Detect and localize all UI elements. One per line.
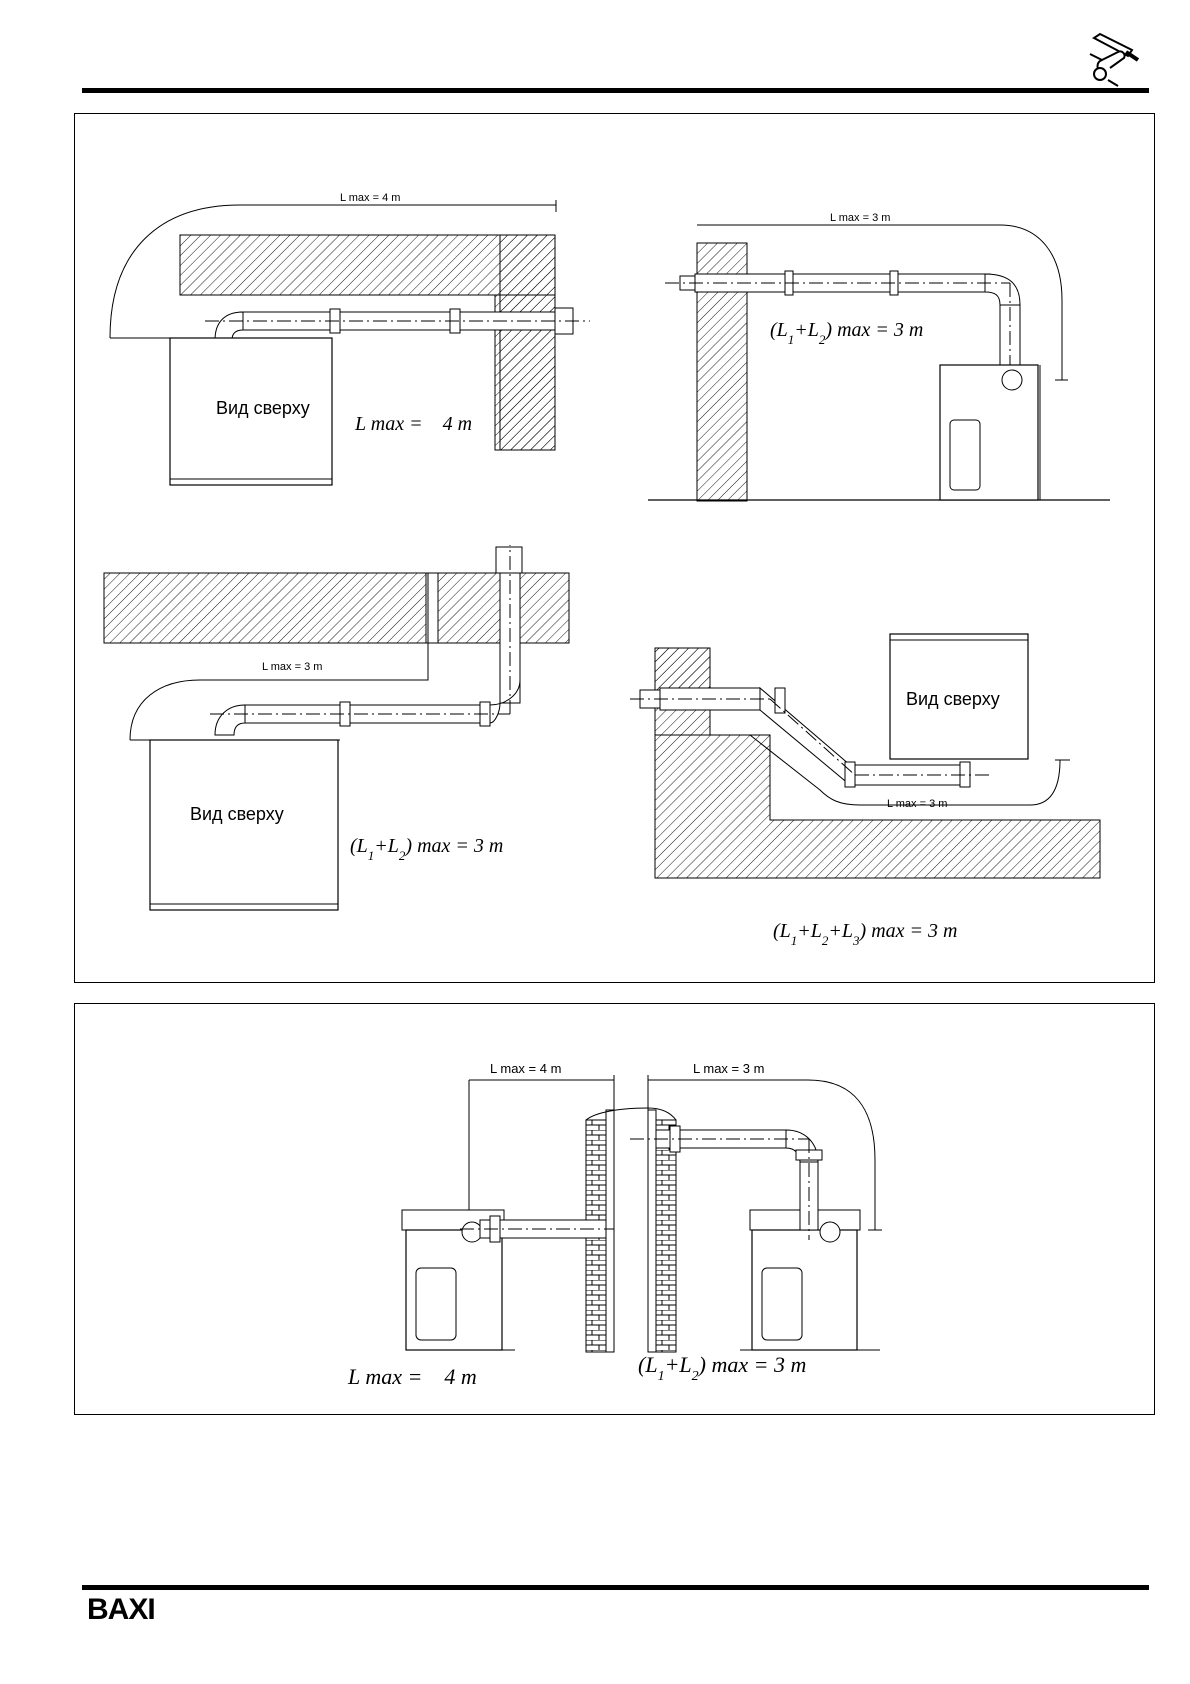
panel-chimney-connections [74, 1003, 1155, 1415]
brand-logo: BAXI [87, 1593, 156, 1626]
header-rule [82, 88, 1149, 93]
wrench-screwdriver-icon [1089, 32, 1140, 87]
footer-rule [82, 1585, 1149, 1590]
panel-flue-configurations [74, 113, 1155, 983]
